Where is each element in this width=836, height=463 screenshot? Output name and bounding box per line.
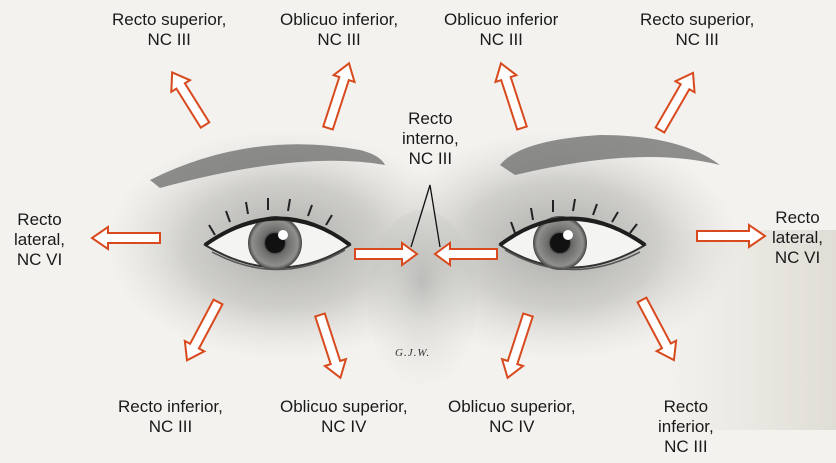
label-recto-superior-right: Recto superior,NC III — [640, 10, 754, 50]
arrow-oblicuo-inferior-left — [318, 60, 360, 131]
artist-signature: G.J.W. — [395, 347, 430, 359]
arrow-oblicuo-inferior-right — [491, 60, 533, 131]
arrow-recto-superior-left — [163, 67, 215, 131]
label-oblicuo-inferior-left: Oblicuo inferior,NC III — [280, 10, 398, 50]
label-oblicuo-superior-right: Oblicuo superior,NC IV — [448, 397, 576, 437]
label-oblicuo-superior-left: Oblicuo superior,NC IV — [280, 397, 408, 437]
label-recto-inferior-left: Recto inferior,NC III — [118, 397, 223, 437]
nose-bridge-shadow — [367, 210, 477, 390]
label-recto-superior-left: Recto superior,NC III — [112, 10, 226, 50]
arrow-recto-superior-right — [650, 67, 702, 135]
